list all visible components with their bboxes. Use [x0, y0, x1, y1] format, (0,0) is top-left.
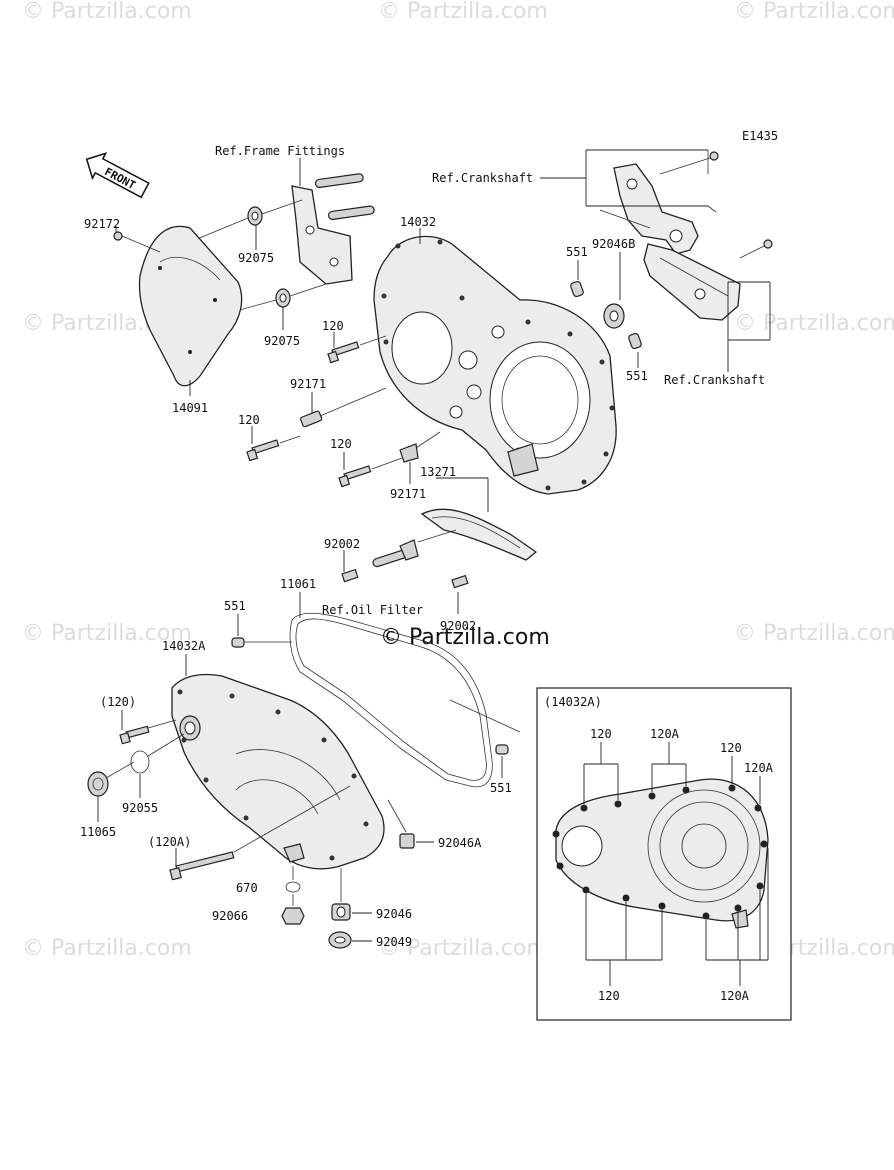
clamp-92171-upper [300, 410, 323, 428]
bearing-92046 [331, 903, 351, 921]
label-92049: 92049 [376, 935, 412, 949]
label-120-paren: (120) [100, 695, 136, 709]
inset-label-120a-bottom: 120A [720, 989, 750, 1003]
crankshaft-guide-lower [643, 239, 773, 321]
seal-92049 [328, 931, 352, 949]
label-92075-lower: 92075 [264, 334, 300, 348]
label-120-a: 120 [322, 319, 344, 333]
diagram-code: E1435 [742, 129, 778, 143]
watermark: © Partzilla.com [734, 0, 894, 24]
watermark: © Partzilla.com [734, 311, 894, 336]
label-551-lower-left: 551 [224, 599, 246, 613]
label-551-lower-right: 551 [490, 781, 512, 795]
label-92046b: 92046B [592, 237, 635, 251]
watermark: © Partzilla.com [378, 936, 548, 961]
ref-crankshaft-top: Ref.Crankshaft [432, 171, 533, 185]
watermark: © Partzilla.com [734, 621, 894, 646]
watermark: © Partzilla.com [22, 0, 192, 24]
dowel-551-lower-left [231, 637, 245, 648]
inner-cover-14032 [373, 235, 617, 495]
bolt-120-paren [119, 725, 150, 745]
label-11061: 11061 [280, 577, 316, 591]
inset-title: (14032A) [544, 695, 602, 709]
cover-14091 [138, 225, 243, 387]
label-551-upper: 551 [566, 245, 588, 259]
ref-crankshaft-right: Ref.Crankshaft [664, 373, 765, 387]
label-92066: 92066 [212, 909, 248, 923]
ref-oil-filter: Ref.Oil Filter [322, 603, 423, 617]
bolt-120-a [327, 341, 360, 364]
dowel-551-lower-right [495, 744, 509, 755]
label-92002-right: 92002 [440, 619, 476, 633]
plug-92066 [281, 907, 305, 925]
label-92055: 92055 [122, 801, 158, 815]
label-92075-upper: 92075 [238, 251, 274, 265]
o-ring-92055 [130, 750, 150, 774]
inset-label-120-top-left: 120 [590, 727, 612, 741]
label-92046: 92046 [376, 907, 412, 921]
bolt-120-b [246, 439, 280, 462]
bolt-120-c [338, 465, 372, 488]
front-arrow-icon: FRONT [85, 152, 150, 199]
label-92172: 92172 [84, 217, 120, 231]
center-watermark: © Partzilla.com [380, 625, 550, 650]
label-14032: 14032 [400, 215, 436, 229]
bearing-92046b [603, 303, 625, 329]
outer-cover-14032a [171, 673, 385, 870]
inset-detail-box: (14032A) 120 120A 120 [536, 687, 792, 1021]
washer-92075-lower [275, 288, 291, 308]
label-92002-left: 92002 [324, 537, 360, 551]
bolt-92002-left [341, 568, 359, 583]
inset-bolt-dots [552, 784, 768, 920]
label-14091: 14091 [172, 401, 208, 415]
washer-92075-upper [247, 206, 263, 226]
label-670: 670 [236, 881, 258, 895]
label-11065: 11065 [80, 825, 116, 839]
bolt-120a-long [169, 851, 235, 881]
gasket-11061 [289, 612, 493, 788]
inset-label-120-bottom: 120 [598, 989, 620, 1003]
frame-fittings-bracket [291, 158, 375, 285]
inset-label-120a-top-right: 120A [744, 761, 774, 775]
label-92046a: 92046A [438, 836, 482, 850]
label-92171-upper: 92171 [290, 377, 326, 391]
label-14032a: 14032A [162, 639, 206, 653]
inset-label-120a-top-left: 120A [650, 727, 680, 741]
dowel-551-upper [570, 280, 584, 298]
cap-11065 [87, 771, 109, 797]
clamp-92171-lower [399, 443, 419, 463]
label-120a-paren: (120A) [148, 835, 191, 849]
label-92171-lower: 92171 [390, 487, 426, 501]
label-120-b: 120 [238, 413, 260, 427]
watermark: © Partzilla.com [22, 936, 192, 961]
label-551-right: 551 [626, 369, 648, 383]
o-ring-670 [285, 881, 301, 893]
plate-13271 [420, 508, 538, 561]
label-13271: 13271 [420, 465, 456, 479]
bolt-92002-right [451, 574, 469, 589]
label-120-c: 120 [330, 437, 352, 451]
watermark: © Partzilla.com [22, 621, 192, 646]
watermark: © Partzilla.com [378, 0, 548, 24]
oil-filter-pipe [372, 539, 419, 568]
crankshaft-bracket-upper [599, 151, 719, 255]
inset-label-120-top-right: 120 [720, 741, 742, 755]
bushing-92046a [399, 833, 415, 849]
dowel-551-right [628, 332, 642, 350]
ref-frame-fittings: Ref.Frame Fittings [215, 144, 345, 158]
